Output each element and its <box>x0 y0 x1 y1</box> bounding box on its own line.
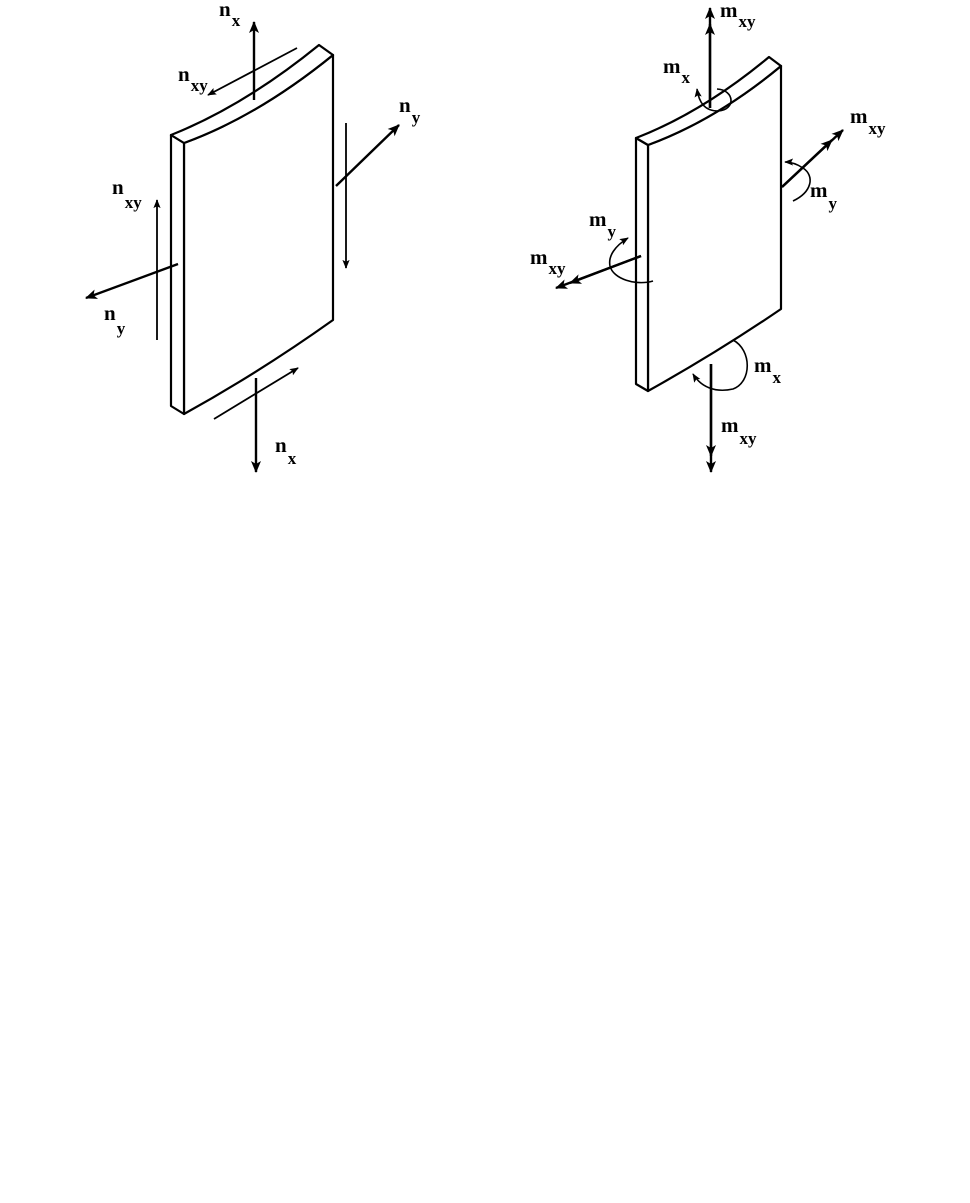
left-plate-side-edge <box>171 135 184 414</box>
right-plate-face <box>648 66 781 391</box>
mxy-top-label: mxy <box>720 0 756 31</box>
mx-top-label: mx <box>663 54 691 87</box>
left-plate-face <box>184 55 333 414</box>
nx-bottom-label: nx <box>275 433 297 468</box>
ny-right-label: ny <box>399 93 421 127</box>
nx-top-label: nx <box>219 0 241 30</box>
mx-bottom-label: mx <box>754 353 782 387</box>
right-plate <box>636 57 781 391</box>
my-right-label: my <box>810 178 838 213</box>
ny-left-label: ny <box>104 301 126 338</box>
right-plate-side-edge <box>636 138 648 391</box>
nxy-left-label: nxy <box>112 175 142 212</box>
nxy-top-label: nxy <box>178 62 208 95</box>
left-plate <box>171 45 333 414</box>
my-left-label: my <box>589 207 617 241</box>
mxy-bottom-label: mxy <box>721 413 757 448</box>
mxy-right-label: mxy <box>850 104 886 138</box>
mxy-left-label: mxy <box>530 245 566 278</box>
membrane-force-figure: nx nxy ny nxy ny nx <box>86 0 421 472</box>
moment-figure: mxy mx mxy my my mxy mx mxy <box>530 0 886 472</box>
mxy-left-vector <box>556 256 641 288</box>
ny-left-arrow <box>86 264 178 298</box>
